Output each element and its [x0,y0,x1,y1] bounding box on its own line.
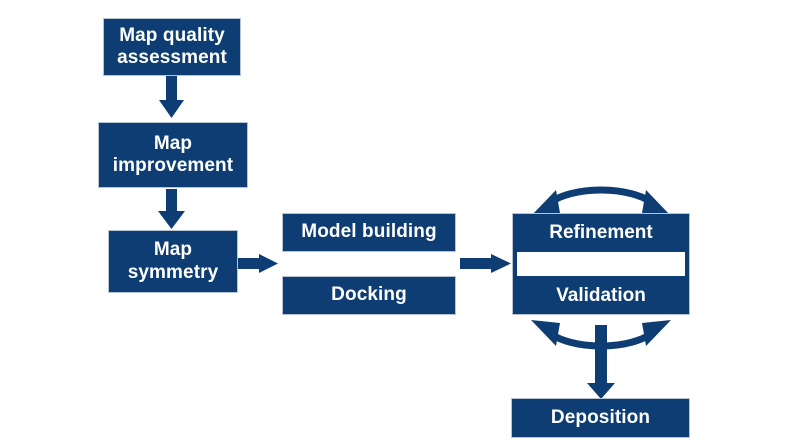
arrow-quality-to-improvement [159,76,184,118]
node-map-quality-assessment[interactable]: Map quality assessment [103,18,241,76]
arrow-modelling-to-cycle [460,254,511,273]
arrow-cycle-to-deposition [587,325,615,399]
node-map-improvement[interactable]: Map improvement [98,122,248,188]
node-validation[interactable]: Validation [556,284,646,306]
node-deposition[interactable]: Deposition [511,398,690,438]
node-map-symmetry[interactable]: Map symmetry [108,230,238,293]
node-docking[interactable]: Docking [282,276,456,315]
cycle-divider-stripe [517,252,685,276]
arrow-symmetry-to-modelling [238,254,278,273]
arc-cycle-bottom [531,320,671,350]
node-refinement[interactable]: Refinement [549,221,653,243]
arrow-improvement-to-symmetry [158,189,185,229]
node-model-building[interactable]: Model building [282,213,456,252]
